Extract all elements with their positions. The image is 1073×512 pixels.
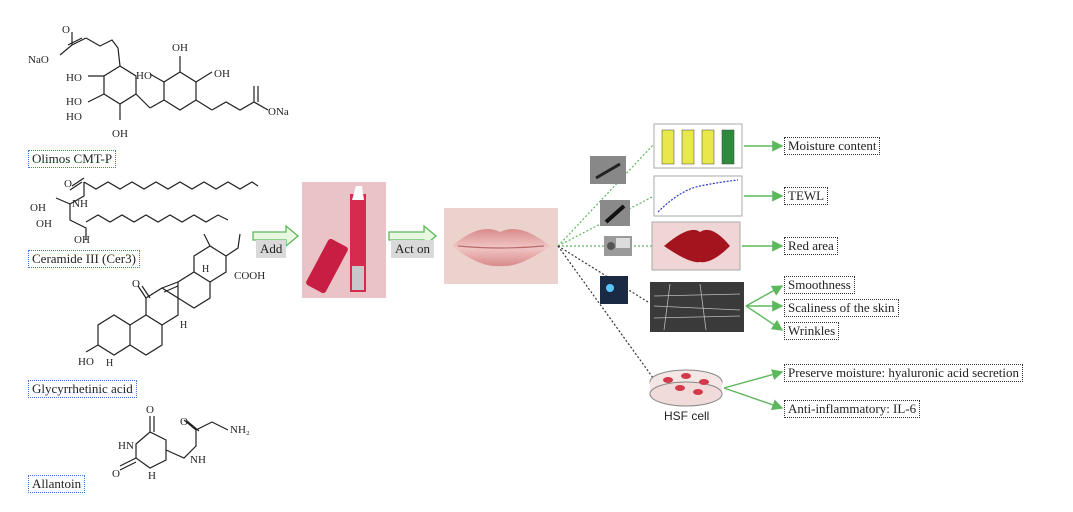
olimos-ona-left: NaO (28, 54, 49, 66)
allantoin-o-2: O (112, 468, 120, 480)
olimos-oh-3: OH (214, 68, 230, 80)
ingredient-ceramide-label: Ceramide III (Cer3) (28, 250, 140, 268)
olimos-ho-3: HO (66, 111, 82, 123)
tewl-curve-thumbnail (653, 175, 743, 217)
outcome-moisture-content: Moisture content (784, 137, 881, 155)
outcome-red-area: Red area (784, 237, 838, 255)
glycyrrhetinic-cooh: COOH (234, 270, 266, 282)
hsf-cell-dish (649, 369, 723, 407)
outcome-wrinkles: Wrinkles (784, 322, 840, 340)
olimos-oh-1: OH (112, 128, 128, 140)
glycyrrhetinic-o: O (132, 278, 140, 290)
allantoin-o-3: O (180, 416, 188, 428)
glycyrrhetinic-h-1: H (106, 358, 114, 369)
glycyrrhetinic-h-3: H (202, 264, 210, 275)
ingredient-allantoin-label: Allantoin (28, 475, 86, 493)
ceramide-oh-2: OH (36, 218, 52, 230)
glycyrrhetinic-h-2: H (180, 320, 188, 331)
outcome-anti-inflammatory: Anti-inflammatory: IL-6 (784, 400, 921, 418)
ingredient-olimos-label: Olimos CMT-P (28, 150, 117, 168)
allantoin-h: H (148, 470, 156, 482)
olimos-ona-right: ONa (268, 106, 289, 118)
allantoin-nh2: NH₂ (230, 424, 250, 436)
outcome-arrows (723, 140, 784, 411)
lipstick-photo (302, 182, 386, 298)
ceramide-structure (55, 177, 259, 240)
glycyrrhetinic-ho: HO (78, 356, 94, 368)
outcome-tewl: TEWL (784, 187, 829, 205)
olimos-oh-2: OH (172, 42, 188, 54)
visioscan-camera-icon (600, 276, 628, 304)
red-area-thumbnail (651, 221, 741, 271)
fan-lines-dark (557, 245, 657, 383)
olimos-ho-4: HO (136, 70, 152, 82)
olimos-o: O (62, 24, 70, 36)
olimos-ho-2: HO (66, 96, 82, 108)
camera-device-icon (604, 236, 632, 256)
tewameter-probe-icon (600, 200, 630, 226)
ceramide-oh-3: OH (74, 234, 90, 246)
ceramide-oh-1: OH (30, 202, 46, 214)
allantoin-hn: HN (118, 440, 134, 452)
olimos-ho-1: HO (66, 72, 82, 84)
moisture-bar-chart-thumbnail (653, 123, 743, 169)
allantoin-nh: NH (190, 454, 206, 466)
skin-surface-thumbnail (650, 282, 744, 332)
act-on-label: Act on (391, 240, 435, 258)
allantoin-structure (119, 416, 229, 471)
add-label: Add (256, 240, 287, 258)
ingredient-glycyrrhetinic-label: Glycyrrhetinic acid (28, 380, 137, 398)
outcome-scaliness: Scaliness of the skin (784, 299, 899, 317)
olimos-structure (59, 32, 269, 120)
outcome-preserve-moisture: Preserve moisture: hyaluronic acid secre… (784, 364, 1024, 382)
glycyrrhetinic-structure (85, 233, 241, 356)
ceramide-nh: NH (72, 198, 88, 210)
outcome-smoothness: Smoothness (784, 276, 855, 294)
ceramide-o: O (64, 178, 72, 190)
hsf-cell-label: HSF cell (664, 409, 710, 423)
corneometer-probe-icon (590, 156, 626, 184)
allantoin-o-1: O (146, 404, 154, 416)
lips-photo (444, 208, 558, 284)
